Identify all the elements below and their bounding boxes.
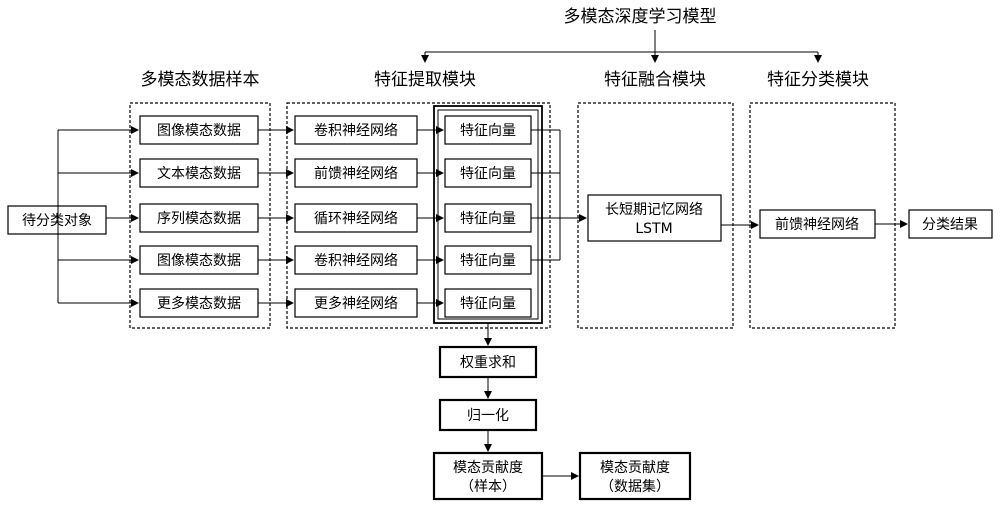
weighted-sum-node: 权重求和: [438, 345, 538, 379]
modality-label: 序列模态数据: [157, 211, 241, 227]
feature-vector-label: 特征向量: [460, 296, 516, 312]
modality-label: 更多模态数据: [157, 295, 241, 312]
section-header-extraction: 特征提取模块: [374, 70, 476, 90]
network-label: 循环神经网络: [314, 211, 398, 227]
normalize-node: 归一化: [438, 398, 538, 432]
model-branch-lines: [421, 30, 822, 63]
contrib-dataset-line1: 模态贡献度: [600, 460, 670, 476]
fusion-merge-lines: [559, 130, 587, 260]
input-object-node: 待分类对象: [7, 205, 107, 235]
modality-label: 文本模态数据: [157, 166, 241, 182]
modality-node: 更多模态数据: [139, 288, 259, 318]
weighted-sum-label: 权重求和: [460, 355, 516, 371]
feature-vector-label: 特征向量: [460, 166, 516, 182]
contrib-sample-line2: （样本）: [460, 479, 516, 495]
modality-label: 图像模态数据: [157, 123, 241, 139]
network-label: 更多神经网络: [314, 295, 398, 312]
result-label: 分类结果: [922, 217, 978, 233]
fusion-frame: [577, 102, 734, 329]
modality-node: 文本模态数据: [139, 158, 259, 188]
network-node: 更多神经网络: [294, 288, 418, 318]
feature-vector-node: 特征向量: [444, 115, 532, 145]
normalize-label: 归一化: [467, 407, 509, 424]
contrib-sample-line1: 模态贡献度: [453, 460, 523, 476]
classifier-node: 前馈神经网络: [759, 209, 876, 239]
input-object-label: 待分类对象: [22, 213, 92, 229]
feature-vector-label: 特征向量: [460, 123, 516, 139]
feature-vector-label: 特征向量: [460, 211, 516, 227]
feature-vector-label: 特征向量: [460, 253, 516, 269]
classifier-label: 前馈神经网络: [775, 216, 859, 233]
modality-label: 图像模态数据: [157, 253, 241, 269]
modality-node: 图像模态数据: [139, 115, 259, 145]
network-label: 前馈神经网络: [314, 165, 398, 182]
samples-frame: [129, 102, 271, 329]
section-header-classification: 特征分类模块: [767, 70, 869, 90]
lstm-node: 长短期记忆网络 LSTM: [587, 194, 722, 242]
feature-vector-node: 特征向量: [444, 288, 532, 318]
modality-node: 序列模态数据: [139, 203, 259, 233]
feature-vector-node: 特征向量: [444, 158, 532, 188]
modality-node: 图像模态数据: [139, 245, 259, 275]
lstm-label-line2: LSTM: [635, 221, 672, 237]
section-header-samples: 多模态数据样本: [141, 70, 260, 90]
network-node: 卷积神经网络: [294, 115, 418, 145]
network-node: 循环神经网络: [294, 203, 418, 233]
lstm-label-line1: 长短期记忆网络: [605, 202, 703, 218]
feature-vector-node: 特征向量: [444, 203, 532, 233]
contrib-sample-node: 模态贡献度 （样本）: [432, 451, 544, 501]
contrib-dataset-node: 模态贡献度 （数据集）: [578, 451, 692, 501]
modality-rows: 图像模态数据卷积神经网络特征向量文本模态数据前馈神经网络特征向量序列模态数据循环…: [139, 115, 560, 318]
network-label: 卷积神经网络: [314, 253, 398, 269]
extraction-frame: [286, 102, 551, 329]
input-fanout-lines: [57, 126, 139, 307]
contrib-dataset-line2: （数据集）: [600, 478, 670, 495]
network-label: 卷积神经网络: [314, 123, 398, 139]
section-header-fusion: 特征融合模块: [604, 70, 706, 90]
feature-vector-node: 特征向量: [444, 245, 532, 275]
classification-frame: [749, 102, 896, 329]
model-title: 多模态深度学习模型: [564, 7, 717, 27]
result-node: 分类结果: [908, 209, 993, 239]
network-node: 卷积神经网络: [294, 245, 418, 275]
network-node: 前馈神经网络: [294, 158, 418, 188]
